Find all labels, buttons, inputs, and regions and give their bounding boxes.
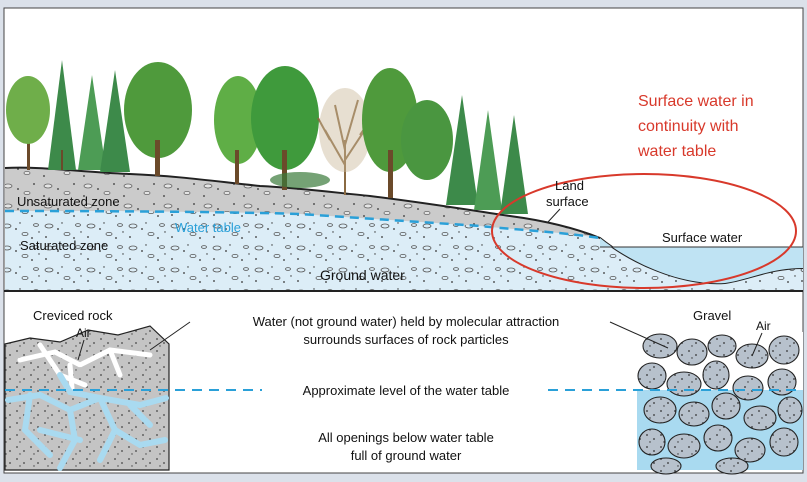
- unsaturated-zone: [5, 167, 600, 238]
- annotation-line-3: water table: [637, 143, 716, 160]
- approx-level-label: Approximate level of the water table: [303, 383, 510, 398]
- land-surface-label-1: Land: [555, 178, 584, 193]
- gravel-block: [637, 332, 803, 475]
- saturated-zone-label: Saturated zone: [20, 238, 108, 253]
- molecular-leader-right: [609, 321, 669, 349]
- molecular-leader-left: [149, 321, 191, 351]
- ground-water-label: Ground water: [320, 267, 405, 283]
- creviced-rock-label: Creviced rock: [33, 308, 113, 323]
- annotation-line-2: continuity with: [638, 118, 739, 135]
- forest: [6, 60, 528, 214]
- openings-label-2: full of ground water: [351, 448, 462, 463]
- molecular-label-1: Water (not ground water) held by molecul…: [253, 314, 560, 329]
- landscape-panel: [4, 60, 804, 292]
- annotation-line-1: Surface water in: [638, 93, 754, 110]
- molecular-label-2: surrounds surfaces of rock particles: [303, 332, 509, 347]
- water-table-label: Water table: [175, 220, 241, 235]
- land-surface-label-2: surface: [546, 194, 589, 209]
- surface-water-label: Surface water: [662, 230, 743, 245]
- creviced-rock-block: [4, 325, 170, 471]
- unsaturated-zone-label: Unsaturated zone: [17, 194, 120, 209]
- openings-label-1: All openings below water table: [318, 430, 494, 445]
- air-leader-right: [751, 332, 763, 357]
- annotation-ellipse: [491, 173, 797, 289]
- land-surface-leader: [547, 208, 561, 223]
- air-label-right: Air: [756, 319, 771, 333]
- air-leader-left: [77, 339, 85, 361]
- air-label-left: Air: [76, 326, 91, 340]
- water-table-line: [4, 209, 601, 240]
- gravel-label: Gravel: [693, 308, 731, 323]
